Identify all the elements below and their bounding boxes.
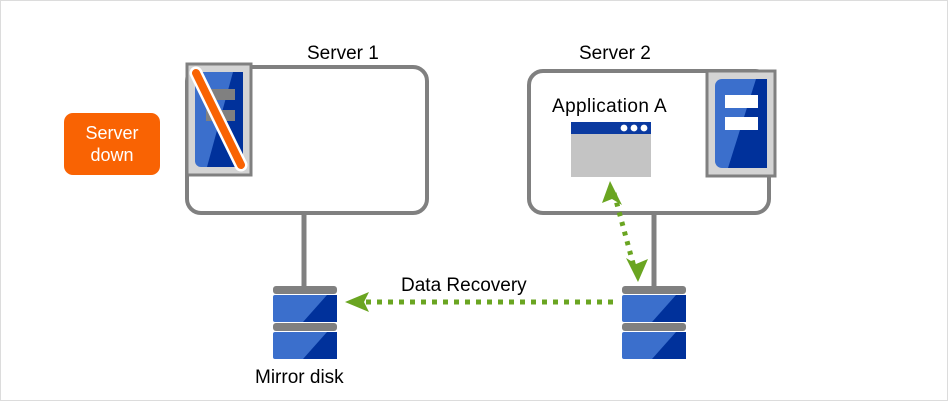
server2-icon-bar-bottom (725, 117, 758, 130)
application-window[interactable] (571, 122, 651, 177)
disk-right-platter-2-shade (652, 332, 686, 359)
window-dot-2 (630, 124, 638, 132)
disk-right-platter-1-shade (652, 295, 686, 322)
app-disk-arrow-line (611, 192, 637, 268)
disk-left-platter-2-shade (303, 332, 337, 359)
server-icon-active (705, 69, 777, 178)
server2-icon-bar-top (725, 95, 758, 108)
disk-left (273, 286, 337, 359)
disk-left-platter-1-shade (303, 295, 337, 322)
server-2-title: Server 2 (579, 43, 651, 64)
disk-right-bar-mid (622, 323, 686, 331)
data-recovery-label: Data Recovery (401, 275, 527, 296)
server-down-line-1: Server (85, 123, 139, 143)
server-icon-bar-top (206, 89, 235, 100)
server-down-line-2: down (90, 145, 134, 165)
window-dot-1 (620, 124, 628, 132)
mirror-disk-label: Mirror disk (255, 367, 344, 388)
window-dot-3 (640, 124, 648, 132)
disk-right (622, 286, 686, 359)
disk-left-bar-mid (273, 323, 337, 331)
disk-right-bar-top (622, 286, 686, 294)
server-icon-disabled (185, 62, 253, 177)
data-recovery-arrow (345, 292, 613, 312)
app-disk-arrow-head-up (602, 181, 622, 205)
server-icon-slash (192, 69, 245, 169)
disk-left-bar-top (273, 286, 337, 294)
application-a-label: Application A (552, 96, 668, 117)
app-disk-arrow (602, 181, 648, 282)
application-window-titlebar (571, 122, 651, 134)
server-down-badge: Server down (64, 113, 160, 175)
app-disk-arrow-head-down (626, 258, 648, 282)
server-1-title: Server 1 (307, 43, 379, 64)
data-recovery-arrow-head (345, 292, 369, 312)
